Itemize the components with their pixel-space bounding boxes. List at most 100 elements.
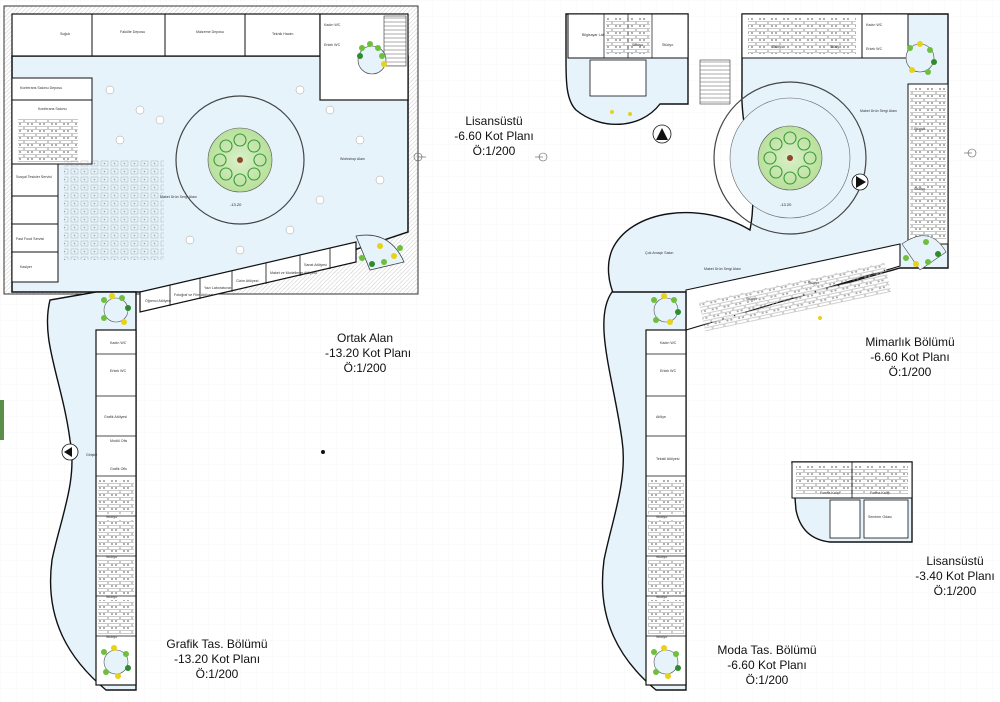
room-label-sergi-alani: Maket Ürün Sergi Alanı [160,195,197,199]
lisansustu-lower-plan: Forma Kalıp Forma Kalıp Seminer Odası [791,461,913,543]
reference-dot [321,450,325,454]
room-label-grafik-ofis: Grafik Ofis [110,467,127,471]
title-grafik: Grafik Tas. Bölümü -13.20 Kot Planı Ö:1/… [162,637,272,682]
room-label-moda-studyo-2: Stüdyo [656,555,667,559]
room-label-maket-atolyesi: Maket ve Modelleme Atölyesi [270,271,317,275]
room-label-studyo-2: Stüdyo [106,555,117,559]
title-lisansustu-lower-name: Lisansüstü [926,554,984,568]
plant-cluster-ortak-right [355,234,405,271]
room-label-workshop: Workshop Alanı [340,157,365,161]
room-label-moda-atolye: Atölye [656,415,666,419]
room-label-lab: Bilgisayar Lab. [582,33,606,37]
room-label-grafik-kadin-wc: Kadın WC [110,341,127,345]
title-ortak-alan-level: -13.20 Kot Planı [325,346,412,360]
room-label-grafik-erkek-wc: Erkek WC [110,369,127,373]
room-label-lis-studyo-2: Stüdyo [662,43,673,47]
room-label-soguk: Soğuk [60,32,70,36]
room-label-seminer: Seminer Odası [868,515,892,519]
title-ortak-alan-name: Ortak Alan [336,331,394,345]
title-lisansustu-upper-name: Lisansüstü [465,114,523,128]
title-moda-name: Moda Tas. Bölümü [717,643,817,657]
plant-cluster-moda-bottom [651,645,681,679]
room-label-studyo-3: Stüdyo [106,595,117,599]
room-label-ogrenci-atolyesi: Öğrenci Atölyesi [145,299,171,303]
title-ortak-alan-scale: Ö:1/200 [343,361,387,375]
title-mimarlik-name: Mimarlık Bölümü [865,335,955,349]
title-mimarlik-level: -6.60 Kot Planı [870,350,950,364]
room-label-fast-food: Fast Food Servisi [16,237,44,241]
room-label-lis-studyo-1: Stüdyo [632,43,643,47]
plant-cluster-grafik-top [101,293,131,325]
plant-cluster-moda-top [651,293,681,325]
title-ortak-alan: Ortak Alan -13.20 Kot Planı Ö:1/200 [325,331,412,376]
lisansustu-upper-plan: Bilgisayar Lab. Stüdyo Stüdyo [565,13,731,144]
room-label-cizim-atolyesi: Cizim Atölyesi [236,279,259,283]
room-label-mim-studyo-1: Stüdyo [772,45,783,49]
room-label-mim-studyo-5: Stüdyo [746,297,757,301]
title-lisansustu-upper: Lisansüstü -6.60 Kot Planı Ö:1/200 [454,114,534,159]
plant-cluster-mim-right [901,235,947,271]
room-label-fakulte-deposu: Fakülte Deposu [120,30,145,34]
lounge-tables [105,85,385,255]
room-label-studyo-4: Stüdyo [106,635,117,639]
plant-cluster-top [357,41,387,67]
central-garden-trees [213,133,267,187]
cafeteria-tables [64,160,164,260]
room-label-malzeme-deposu: Malzeme Deposu [196,30,224,34]
room-label-teknik-hacim: Teknik Hacim [272,32,293,36]
room-label-mim-studyo-3: Stüdyo [914,127,925,131]
title-mimarlik-scale: Ö:1/200 [888,365,932,379]
room-label-sosyal-servis: Sosyal Tesisler Servisi [16,175,52,179]
mimarlik-plan: Stüdyo Stüdyo Kadın WC Erkek WC Stüdyo S… [607,13,949,335]
room-label-giris: Girişler [86,453,98,457]
mim-court-ring [713,81,867,235]
title-lisansustu-lower: Lisansüstü -3.40 Kot Planı Ö:1/200 [912,554,998,599]
room-label-mim-sergi: Maket Ürün Sergi Alanı [860,109,897,113]
room-label-urun-sergi: Maket Ürün Sergi Alanı [704,267,741,271]
plant-cluster-grafik-bottom [101,645,131,679]
room-label-yazi-lab: Yazı Laboratuvarı [204,286,232,290]
room-label-mim-studyo-6: Stüdyo [808,281,819,285]
room-label-tekstil: Tekstil Atölyesi [656,457,680,461]
title-moda-level: -6.60 Kot Planı [727,658,807,672]
room-label-mim-studyo-4: Stüdyo [914,187,925,191]
title-moda: Moda Tas. Bölümü -6.60 Kot Planı Ö:1/200 [712,643,822,688]
room-label-sanat-atolyesi: Sanat Atölyesi [304,263,327,267]
title-mimarlik: Mimarlık Bölümü -6.60 Kot Planı Ö:1/200 [860,335,960,380]
room-label-konferans-salonu: Konferans Salonu [38,107,67,111]
grafik-plan: Kadın WC Erkek WC Grafik Atölyesi Modül … [0,291,137,691]
title-grafik-scale: Ö:1/200 [195,667,239,681]
room-label-modul-ofis: Modül Ofis [110,439,127,443]
room-label-grafik-atolye: Grafik Atölyesi [104,415,127,419]
moda-plan: Kadın WC Erkek WC Atölye Tekstil Atölyes… [601,291,687,691]
room-label-mim-kadin-wc: Kadın WC [866,23,883,27]
ortak-alan-plan: Soğuk Fakülte Deposu Malzeme Deposu Tekn… [3,5,419,313]
plant-cluster-mim-top [905,41,937,75]
section-marker-left [413,148,977,162]
site-edge-vegetation [0,400,4,440]
room-label-moda-erkek-wc: Erkek WC [660,369,677,373]
room-label-moda-studyo-3: Stüdyo [656,595,667,599]
room-label-cok-amacli: Çok Amaçlı Salon [645,251,673,255]
title-moda-scale: Ö:1/200 [745,673,789,687]
title-lisansustu-upper-scale: Ö:1/200 [472,144,516,158]
level-mark-left: -13.20 [230,202,242,207]
room-label-kasiyer: Kasiyer [20,265,33,269]
room-label-moda-studyo-4: Stüdyo [656,635,667,639]
room-label-moda-studyo-1: Stüdyo [656,515,667,519]
title-lisansustu-lower-scale: Ö:1/200 [933,584,977,598]
atolye-strip [139,241,357,313]
room-label-kadin-wc: Kadın WC [324,23,341,27]
title-grafik-level: -13.20 Kot Planı [173,652,261,666]
title-grafik-name: Grafik Tas. Bölümü [166,637,268,651]
room-label-mim-erkek-wc: Erkek WC [866,47,883,51]
level-mark-right: -13.20 [780,202,792,207]
title-lisansustu-upper-level: -6.60 Kot Planı [454,129,534,143]
room-label-konferans-depo: Konferans Salonu Deposu [20,86,62,90]
title-lisansustu-lower-level: -3.40 Kot Planı [915,569,995,583]
room-label-fotograf: Fotoğraf ve Film Atölyesi [174,293,214,297]
room-label-forma-2: Forma Kalıp [870,491,890,495]
room-label-erkek-wc: Erkek WC [324,43,341,47]
room-label-mim-studyo-2: Stüdyo [830,45,841,49]
